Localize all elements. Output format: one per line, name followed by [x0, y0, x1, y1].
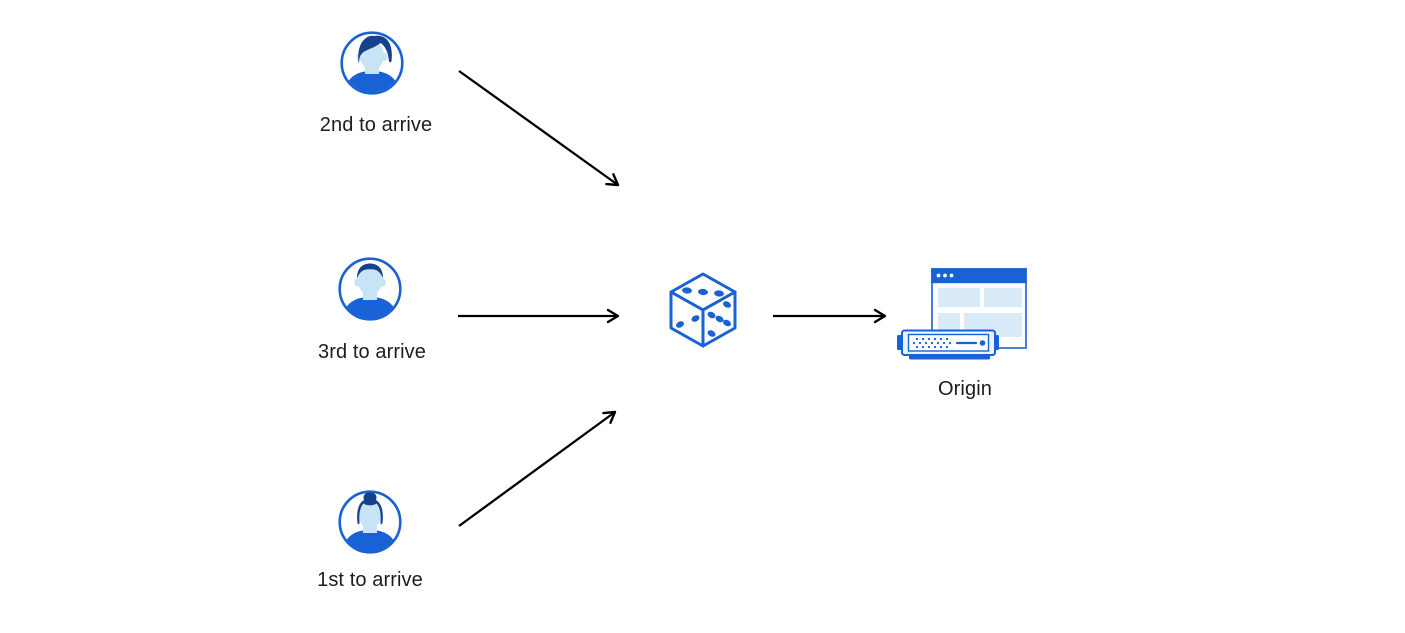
- actor-node-2nd: [339, 30, 405, 96]
- origin-label: Origin: [938, 378, 992, 400]
- person-male-swoosh-hair-avatar-icon: [340, 31, 404, 95]
- actor-label-1st: 1st to arrive: [317, 569, 423, 591]
- actor-label-3rd: 3rd to arrive: [317, 341, 426, 363]
- arrow-2nd-to-dice: [458, 70, 620, 187]
- origin-server-browser-icon: [897, 268, 1027, 360]
- origin-node: [890, 258, 1040, 366]
- dice-icon: [669, 272, 737, 348]
- person-female-bun-hair-avatar-icon: [338, 490, 402, 554]
- actor-node-1st: [337, 489, 403, 555]
- arrow-1st-to-dice: [458, 410, 617, 527]
- person-male-flattop-hair-avatar-icon: [338, 257, 402, 321]
- actor-label-2nd: 2nd to arrive: [319, 114, 433, 136]
- dice-node: [668, 272, 738, 348]
- actor-node-3rd: [337, 256, 403, 322]
